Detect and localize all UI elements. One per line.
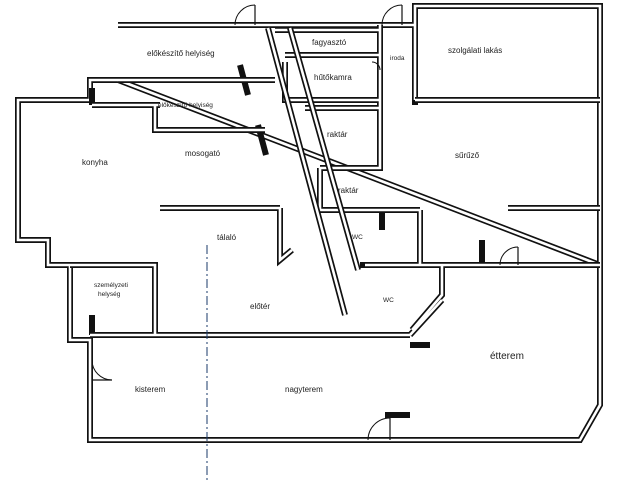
room-label-iroda: iroda <box>390 55 405 62</box>
room-label-elokeszito-top: előkészítő helyiség <box>147 49 215 58</box>
diagonal-corridor-wall <box>265 27 361 316</box>
room-label-kisterem: kisterem <box>135 385 166 394</box>
interior-walls-inner <box>70 25 600 337</box>
door-suruzo <box>499 246 519 266</box>
room-label-fagyaszto: fagyasztó <box>312 38 347 47</box>
doors <box>91 4 519 441</box>
room-label-hutokamra: hűtőkamra <box>314 73 352 82</box>
room-label-wc-1: WC <box>352 234 363 241</box>
door-top-right <box>381 4 403 26</box>
diagonal-corridor-wall-inner <box>266 27 360 316</box>
room-label-nagyterem: nagyterem <box>285 385 323 394</box>
room-label-konyha: konyha <box>82 158 108 167</box>
room-label-wc-2: WC <box>383 297 394 304</box>
room-label-raktar-2: raktár <box>338 186 359 195</box>
outer-wall-inner <box>16 4 602 442</box>
room-label-mosogato: mosogató <box>185 149 221 158</box>
room-label-elokeszito-mid: előkészítő helyiség <box>158 102 213 109</box>
door-top-left <box>234 4 256 26</box>
room-labels: előkészítő helyiség fagyasztó hűtőkamra … <box>82 38 524 394</box>
room-label-raktar-1: raktár <box>327 130 348 139</box>
door-main-entrance <box>367 417 391 441</box>
room-label-talalo: tálaló <box>217 233 237 242</box>
room-label-suruzo: sűrűző <box>455 151 480 160</box>
room-label-eloter: előtér <box>250 302 270 311</box>
door-iroda <box>371 61 381 71</box>
outer-wall <box>15 3 603 443</box>
walls <box>15 3 603 443</box>
door-kisterem <box>91 359 113 381</box>
room-label-szolgalati-lakas: szolgálati lakás <box>448 46 502 55</box>
room-label-etterem: étterem <box>490 351 524 362</box>
